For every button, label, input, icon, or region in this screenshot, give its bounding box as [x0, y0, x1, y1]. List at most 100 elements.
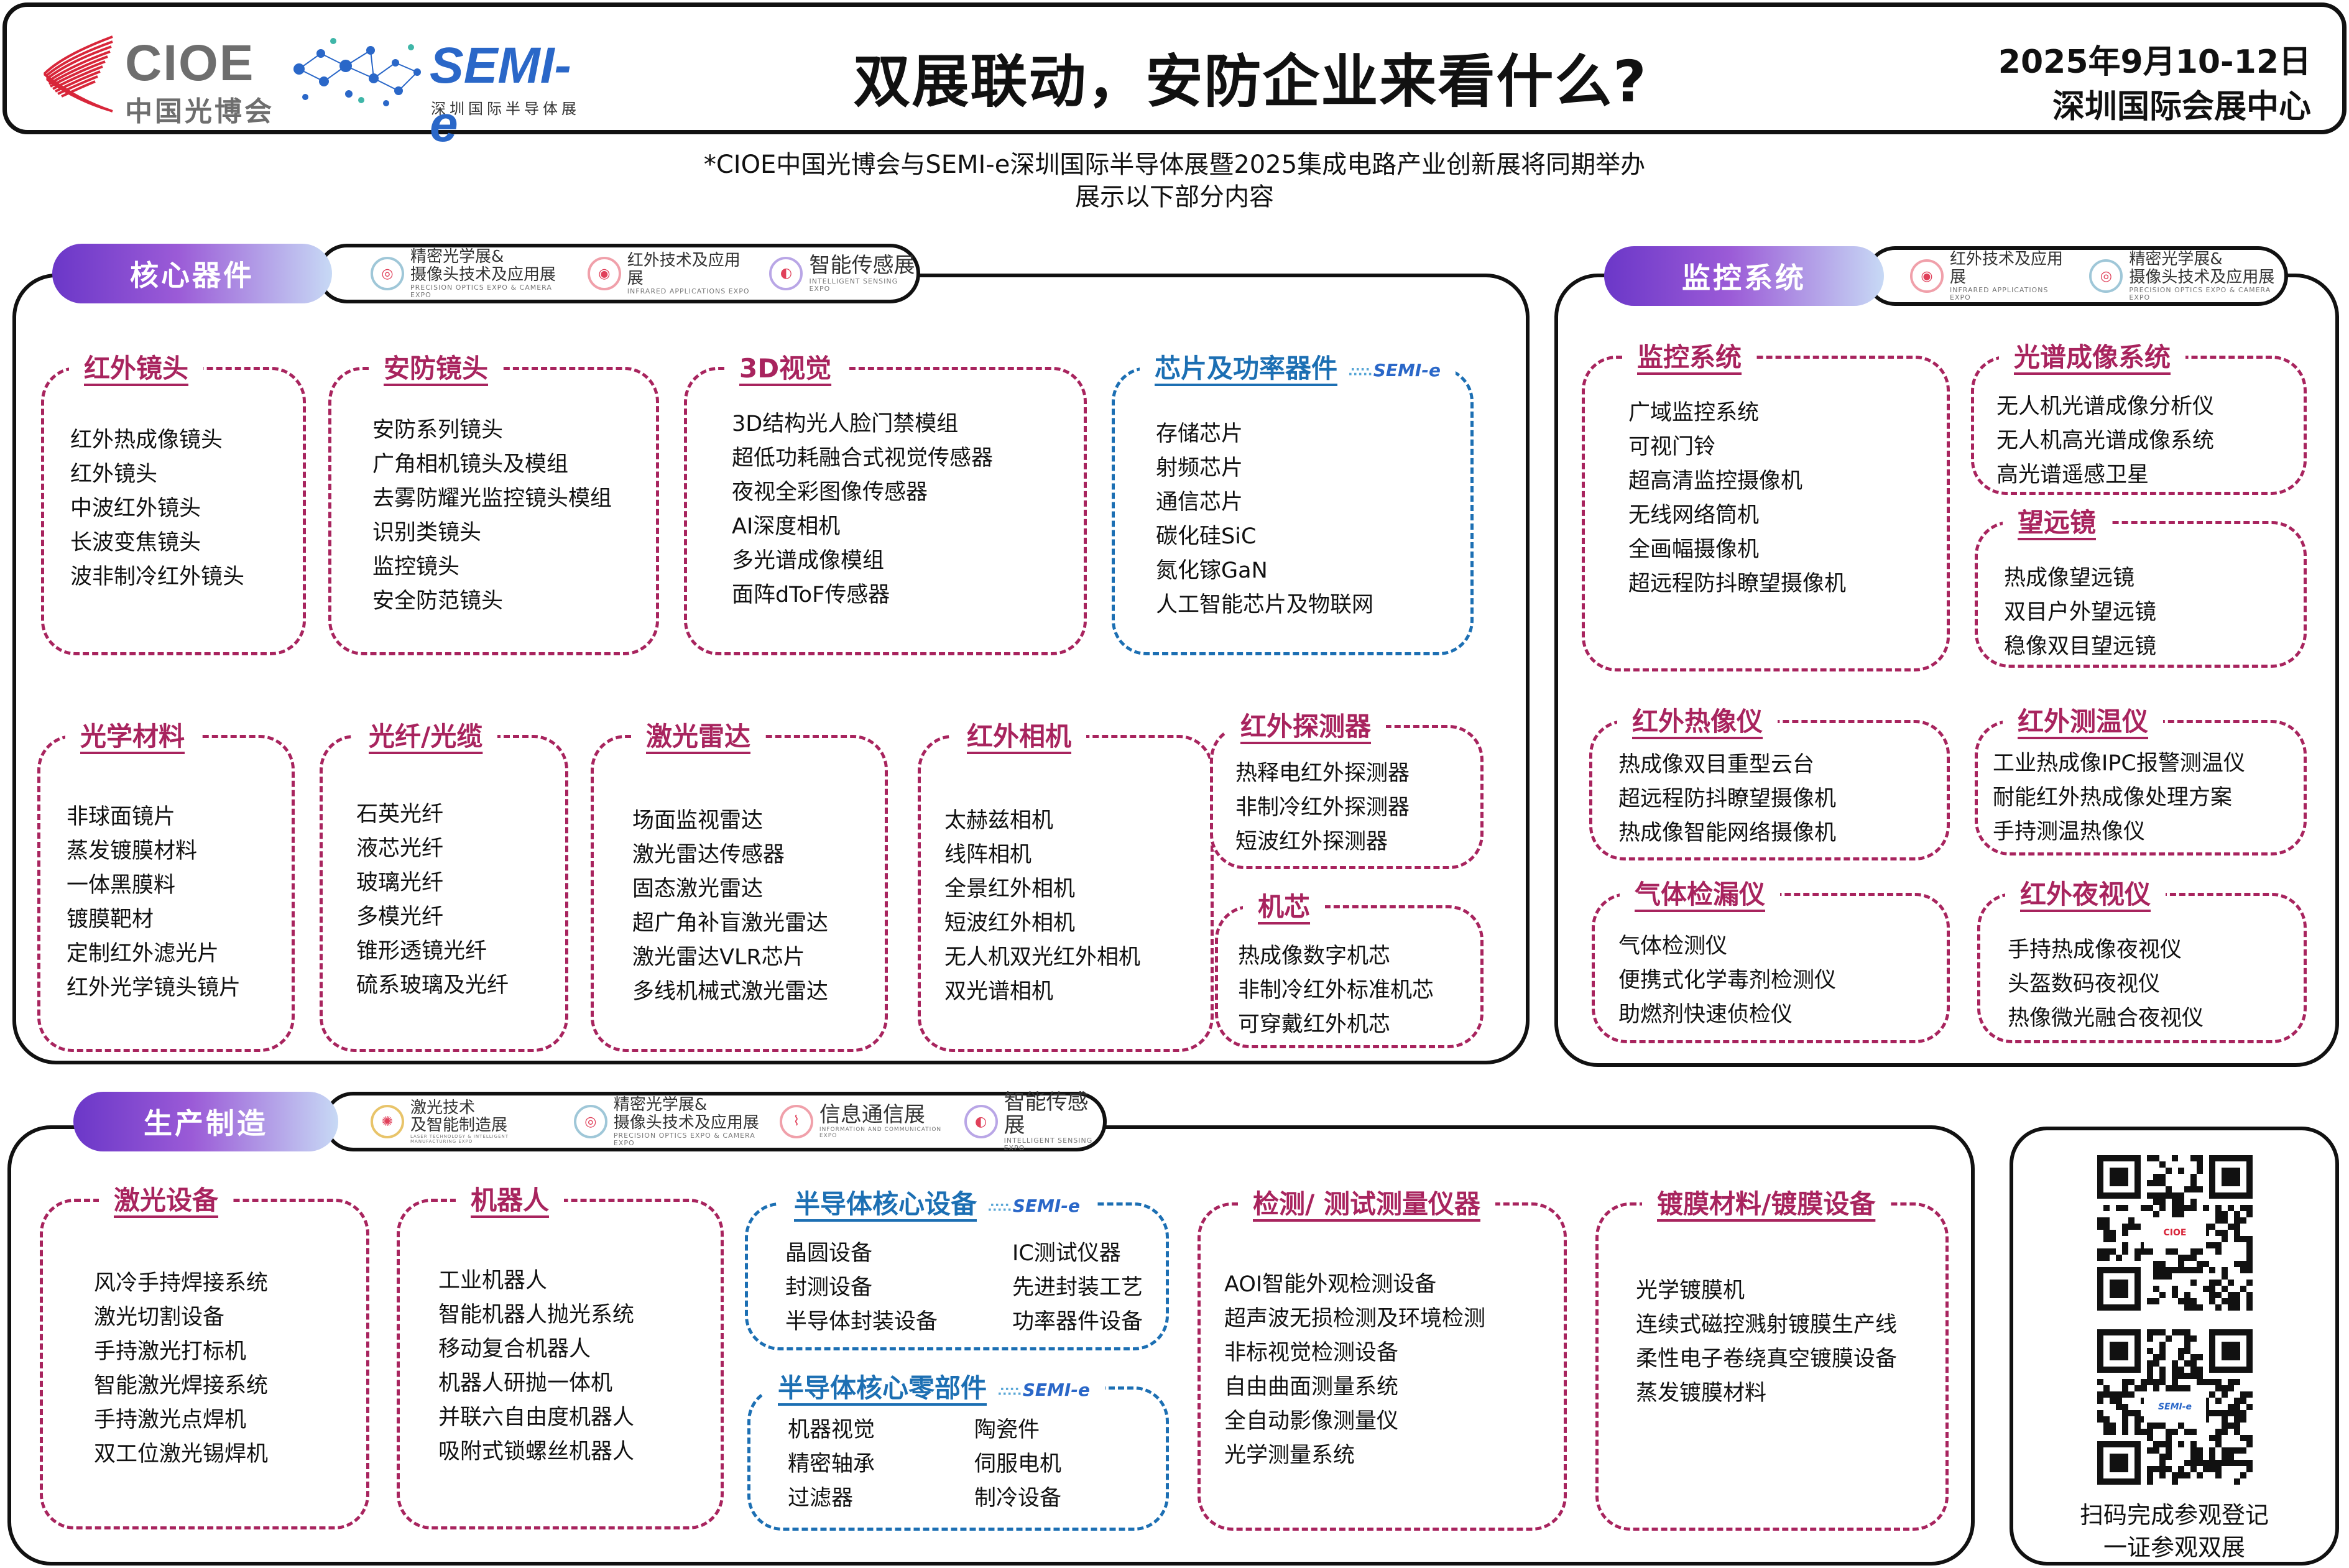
list-item: 超远程防抖瞭望摄像机	[1618, 786, 1837, 811]
cat-title: 检测/ 测试测量仪器	[1238, 1183, 1495, 1221]
tag-infrared-en: INFRARED APPLICATIONS EXPO	[1950, 285, 2049, 302]
list-item: 长波变焦镜头	[70, 530, 201, 555]
list-item: 双工位激光锡焊机	[94, 1442, 269, 1467]
page-title: 双展联动，安防企业来看什么?	[853, 48, 1648, 115]
list-item: 碳化硅SiC	[1156, 524, 1257, 549]
list-item: 安全防范镜头	[372, 589, 504, 614]
qr-caption-register: 扫码完成参观登记	[2079, 1501, 2269, 1529]
subtitle-line-2: 展示以下部分内容	[1075, 183, 1274, 211]
cat-title-text: 芯片及功率器件	[1155, 353, 1338, 384]
item-list: 晶圆设备 IC测试仪器 封测设备 先进封装工艺 半导体封装设备 功率器件设备	[785, 1237, 1143, 1339]
list-item: 一体黑膜料	[67, 873, 176, 898]
laser-burst-icon: ✺	[371, 1105, 404, 1138]
cat-title: 3D视觉	[724, 348, 847, 385]
list-item: 场面监视雷达	[632, 808, 764, 833]
event-venue: 深圳国际会展中心	[2052, 88, 2311, 126]
tag-infrared-cn: 红外技术及应用展	[1950, 250, 2064, 287]
cat-ir-thermometer: 红外测温仪 工业热成像IPC报警测温仪 耐能红外热成像处理方案 手持测温热像仪	[1975, 701, 2307, 855]
item-list: 工业热成像IPC报警测温仪 耐能红外热成像处理方案 手持测温热像仪	[1993, 747, 2245, 849]
list-item: 固态激光雷达	[632, 877, 764, 902]
precision-optics-icon: ◎	[371, 257, 404, 290]
cat-title: 半导体核心设备∴∵∴SEMI-e	[779, 1183, 1095, 1221]
list-item: 制冷设备	[974, 1486, 1062, 1511]
list-item: 超低功耗融合式视觉传感器	[732, 446, 994, 471]
cat-title: 激光设备	[99, 1179, 234, 1217]
semi-e-badge-text: SEMI-e	[1022, 1380, 1090, 1400]
cat-3d-vision: 3D视觉 3D结构光人脸门禁模组 超低功耗融合式视觉传感器 夜视全彩图像传感器 …	[684, 348, 1087, 655]
list-item: 精密轴承	[788, 1452, 875, 1477]
item-list: 太赫兹相机 线阵相机 全景红外相机 短波红外相机 无人机双光红外相机 双光谱相机	[944, 804, 1140, 1009]
list-item: 风冷手持焊接系统	[94, 1271, 269, 1296]
list-item: 热成像双目重型云台	[1618, 752, 1815, 777]
cat-semi-core-equipment: 半导体核心设备∴∵∴SEMI-e 晶圆设备 IC测试仪器 封测设备 先进封装工艺…	[745, 1183, 1169, 1350]
list-item: 双目户外望远镜	[2004, 600, 2157, 625]
signal-tower-icon: ⌇	[779, 1104, 813, 1138]
cat-title: 红外测温仪	[2003, 701, 2164, 739]
list-item: 非制冷红外探测器	[1235, 795, 1410, 820]
list-item: 便携式化学毒剂检测仪	[1618, 968, 1837, 993]
tag-sensing-cn: 智能传感展	[809, 253, 915, 279]
list-item: 蒸发镀膜材料	[67, 839, 198, 864]
list-item: 液芯光纤	[356, 836, 444, 861]
list-item: 人工智能芯片及物联网	[1156, 593, 1374, 617]
list-item: 激光雷达传感器	[632, 842, 785, 867]
monitor-section-title: 监控系统	[1604, 246, 1884, 306]
list-item: 热像微光融合夜视仪	[2008, 1006, 2204, 1031]
list-item: 高光谱遥感卫星	[1996, 463, 2149, 487]
list-item: 识别类镜头	[372, 520, 482, 545]
list-item: 并联六自由度机器人	[438, 1405, 635, 1430]
list-item: 红外光学镜头镜片	[67, 975, 241, 1000]
qr-code-semi[interactable]: SEMI-e	[2097, 1329, 2253, 1485]
item-list: 热释电红外探测器 非制冷红外探测器 短波红外探测器	[1235, 757, 1410, 859]
tag-precision-cn2: 摄像头技术及应用展	[410, 265, 556, 284]
item-list: 3D结构光人脸门禁模组 超低功耗融合式视觉传感器 夜视全彩图像传感器 AI深度相…	[732, 407, 993, 612]
cat-title: 监控系统	[1622, 336, 1757, 374]
list-item: 广域监控系统	[1628, 400, 1760, 425]
cat-chips-power: 芯片及功率器件∴∵∴SEMI-e 存储芯片 射频芯片 通信芯片 碳化硅SiC 氮…	[1112, 348, 1474, 655]
precision-optics-icon: ◎	[573, 1105, 607, 1138]
list-item: IC测试仪器	[1012, 1241, 1121, 1266]
sensing-eye-icon: ◐	[769, 256, 803, 290]
list-item: 多光谱成像模组	[732, 548, 885, 573]
cat-title: 望远镜	[2003, 502, 2111, 540]
cat-title: 红外夜视仪	[2005, 874, 2166, 911]
list-item: 红外热成像镜头	[70, 428, 223, 453]
list-item: 手持热成像夜视仪	[2008, 938, 2182, 962]
list-item: AOI智能外观检测设备	[1224, 1272, 1437, 1297]
list-item: 通信芯片	[1156, 490, 1244, 515]
list-item: 先进封装工艺	[1012, 1275, 1143, 1300]
list-item: 3D结构光人脸门禁模组	[732, 412, 959, 436]
tag-laser-cn1: 激光技术	[410, 1098, 476, 1117]
list-item: 头盔数码夜视仪	[2008, 972, 2161, 997]
cioe-name: CIOE	[125, 35, 255, 91]
qr-code-cioe[interactable]: CIOE	[2097, 1155, 2253, 1311]
tag-laser-cn2: 及智能制造展	[410, 1116, 508, 1135]
list-item: 无人机高光谱成像系统	[1996, 428, 2215, 453]
semi-e-badge: ∴∵∴SEMI-e	[988, 1196, 1080, 1216]
list-item: 吸附式锁螺丝机器人	[438, 1439, 635, 1464]
list-item: 监控镜头	[372, 555, 460, 579]
list-item: 面阵dToF传感器	[732, 583, 890, 607]
list-item: 手持激光打标机	[94, 1339, 247, 1364]
list-item: 锥形透镜光纤	[356, 939, 487, 964]
list-item: 夜视全彩图像传感器	[732, 480, 928, 505]
tag-precision-cn1: 精密光学展&	[410, 247, 504, 267]
cat-title: 机芯	[1243, 886, 1326, 924]
list-item: 连续式磁控溅射镀膜生产线	[1636, 1312, 1898, 1337]
cat-ir-night-vision: 红外夜视仪 手持热成像夜视仪 头盔数码夜视仪 热像微光融合夜视仪	[1977, 874, 2307, 1043]
list-item: 波非制冷红外镜头	[70, 565, 245, 589]
list-item: 蒸发镀膜材料	[1636, 1381, 1767, 1406]
semi-e-badge: ∴∵∴SEMI-e	[1349, 360, 1441, 380]
cioe-logo: CIOE 中国光博会	[38, 30, 274, 127]
cat-title: 红外镜头	[69, 348, 204, 385]
list-item: 存储芯片	[1156, 422, 1244, 446]
list-item: 功率器件设备	[1012, 1309, 1143, 1334]
list-item: 机器视觉	[788, 1418, 875, 1442]
